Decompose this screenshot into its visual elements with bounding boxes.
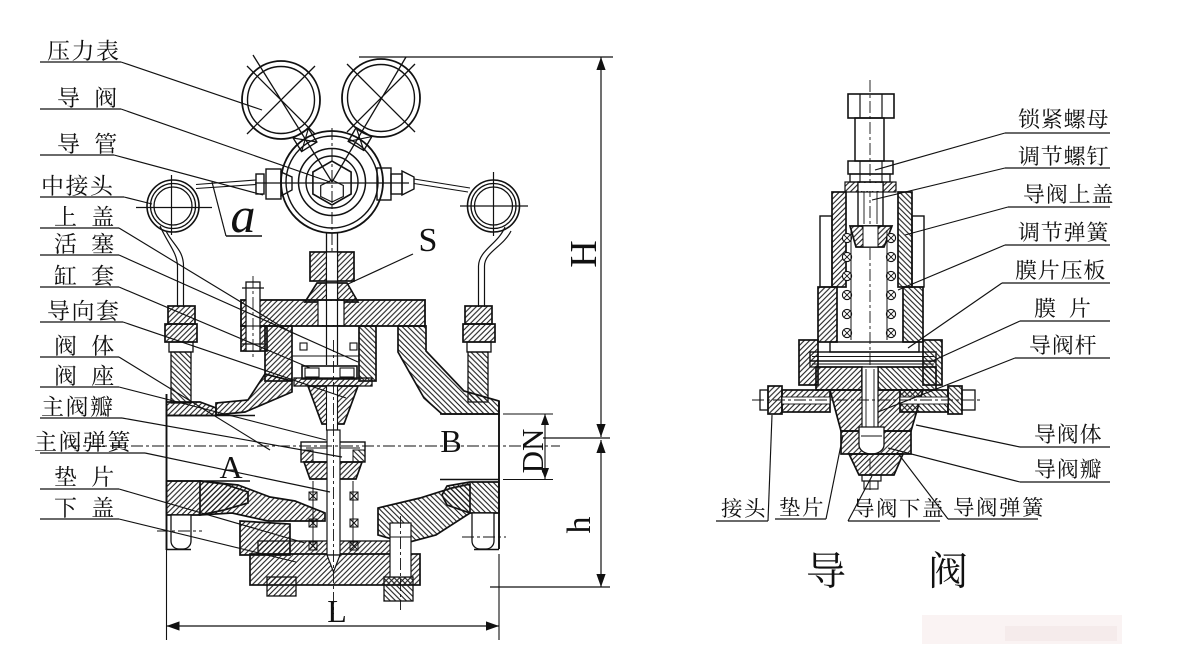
- svg-text:h: h: [561, 517, 598, 534]
- svg-text:a: a: [231, 187, 256, 243]
- svg-text:H: H: [563, 240, 605, 267]
- svg-text:A: A: [219, 449, 242, 485]
- svg-text:DN: DN: [515, 429, 550, 474]
- svg-text:B: B: [440, 423, 461, 459]
- svg-text:S: S: [419, 222, 438, 259]
- svg-text:L: L: [327, 593, 347, 629]
